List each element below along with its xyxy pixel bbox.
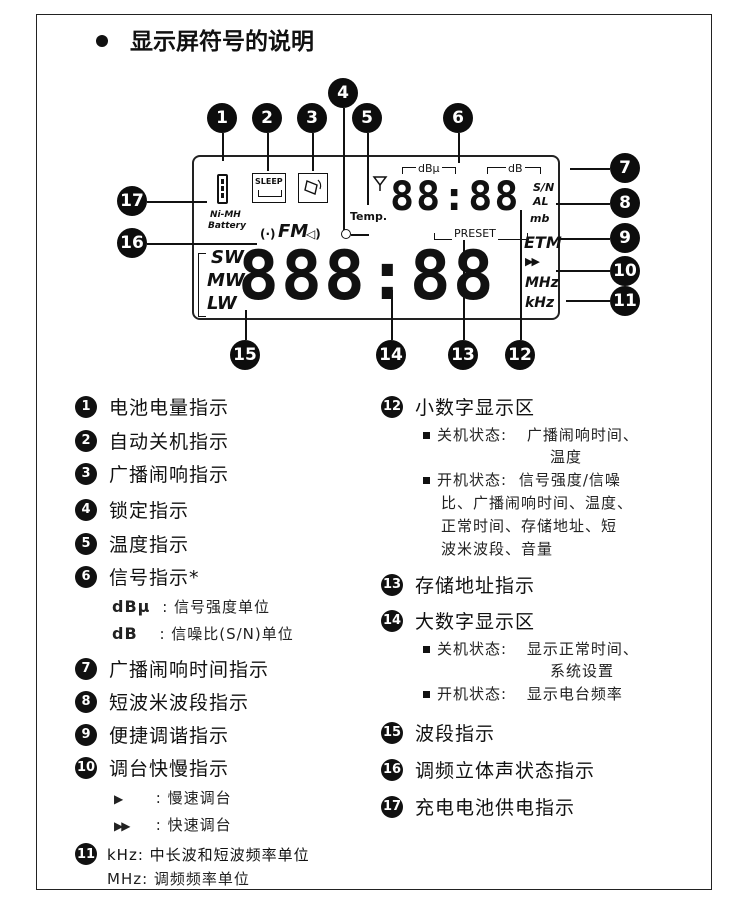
signal-sub-item: dBμ : 信号强度单位: [112, 597, 271, 616]
callout-badge: 5: [352, 103, 382, 133]
callout-badge: 1: [207, 103, 237, 133]
khz-label: kHz: [525, 295, 555, 311]
tuning-sub-item: ▶▶ : 快速调台: [114, 816, 232, 834]
sleep-icon: SLEEP: [252, 173, 286, 203]
signal-sub-item: dB : 信噪比(S/N)单位: [112, 624, 294, 643]
callout-badge: 17: [117, 186, 147, 216]
leader-line: [458, 133, 460, 163]
mb-label: mb: [530, 212, 550, 225]
alarm-radio-icon: [298, 173, 328, 203]
leader-line: [560, 238, 610, 240]
list-item: 12 小数字显示区: [381, 395, 536, 419]
callout-badge: 11: [610, 286, 640, 316]
page-title: 显示屏符号的说明: [130, 29, 314, 55]
sn-label: S/N: [533, 181, 555, 194]
leader-line: [343, 108, 345, 230]
leader-line: [566, 300, 610, 302]
list-item: 14 大数字显示区: [381, 609, 536, 633]
list-item: 15 波段指示: [381, 721, 496, 745]
callout-badge: 12: [505, 340, 535, 370]
list-item: 2 自动关机指示: [75, 427, 229, 454]
big-area-on: 开机状态: 显示电台频率: [423, 683, 623, 704]
leader-line: [570, 168, 610, 170]
leader-line: [222, 133, 224, 161]
stereo-right-icon: ◁): [306, 227, 321, 241]
callout-badge: 7: [610, 153, 640, 183]
leader-line: [556, 203, 610, 205]
lock-icon: [341, 229, 351, 239]
stereo-left-icon: (·): [260, 227, 276, 241]
list-item: 5 温度指示: [75, 530, 189, 557]
small-area-on: 开机状态: 信号强度/信噪: [423, 469, 621, 490]
temp-label: Temp.: [350, 210, 388, 223]
preset-label: PRESET: [452, 227, 498, 240]
callout-badge: 9: [610, 223, 640, 253]
list-item: 9 便捷调谐指示: [75, 721, 229, 748]
nimh-label: Ni-MH: [210, 210, 241, 220]
lcd-diagram: Ni-MH Battery SLEEP Temp. dBμ dB 88:88 S…: [192, 155, 562, 320]
callout-badge: 14: [376, 340, 406, 370]
leader-line: [520, 210, 522, 340]
small-area-on-line: 正常时间、存储地址、短: [441, 517, 618, 535]
band-bracket: [198, 253, 206, 317]
callout-badge: 6: [443, 103, 473, 133]
callout-badge: 15: [230, 340, 260, 370]
antenna-icon: [372, 176, 388, 191]
al-label: AL: [533, 195, 549, 208]
title-bullet: [96, 35, 108, 47]
callout-badge: 13: [448, 340, 478, 370]
leader-line: [147, 243, 257, 245]
callout-badge: 10: [610, 256, 640, 286]
list-item: 10 调台快慢指示: [75, 756, 230, 780]
leader-line: [391, 290, 393, 340]
leader-line: [147, 201, 207, 203]
band-lw: LW: [207, 293, 237, 314]
battery-icon: [217, 174, 228, 204]
callout-badge: 4: [328, 78, 358, 108]
small-area-off: 关机状态: 广播闹响时间、: [423, 424, 639, 445]
page-frame: [36, 14, 712, 890]
leader-line: [367, 133, 369, 205]
big-area-off-line: 系统设置: [550, 662, 615, 680]
leader-line: [267, 133, 269, 171]
etm-label: ETM: [524, 233, 562, 252]
list-item: 17 充电电池供电指示: [381, 795, 576, 819]
small-area-on-line: 比、广播闹响时间、温度、: [441, 494, 634, 512]
list-item: 3 广播闹响指示: [75, 460, 229, 487]
list-item: 11 kHz: 中长波和短波频率单位: [75, 843, 310, 865]
leader-line: [463, 240, 465, 340]
mhz-unit-line: MHz: 调频频率单位: [107, 870, 250, 888]
callout-badge: 2: [252, 103, 282, 133]
callout-badge: 16: [117, 228, 147, 258]
leader-line: [556, 270, 610, 272]
list-item: 13 存储地址指示: [381, 573, 536, 597]
tuning-sub-item: ▶ : 慢速调台: [114, 789, 232, 807]
small-digit-area: 88:88: [390, 174, 521, 220]
battery-label: Battery: [208, 221, 246, 231]
big-area-off: 关机状态: 显示正常时间、: [423, 638, 639, 659]
callout-badge: 8: [610, 188, 640, 218]
list-item: 8 短波米波段指示: [75, 688, 249, 715]
tuning-arrows: ▶▶: [525, 255, 540, 268]
list-item: 16 调频立体声状态指示: [381, 758, 596, 782]
list-item: 6 信号指示*: [75, 563, 200, 590]
small-area-off-line: 温度: [550, 448, 583, 466]
leader-line: [312, 133, 314, 171]
leader-line: [245, 310, 247, 340]
list-item: 1 电池电量指示: [75, 393, 229, 420]
dbu-label: dBμ: [416, 162, 442, 175]
callout-badge: 3: [297, 103, 327, 133]
db-label: dB: [506, 162, 525, 175]
big-digit-area: 888:88: [238, 237, 496, 316]
mhz-label: MHz: [525, 275, 559, 291]
small-area-on-line: 波米波段、音量: [441, 540, 554, 558]
fm-label: FM: [278, 221, 309, 242]
band-mw: MW: [207, 270, 245, 291]
band-sw: SW: [211, 247, 244, 268]
list-item: 7 广播闹响时间指示: [75, 655, 269, 682]
list-item: 4 锁定指示: [75, 496, 189, 523]
